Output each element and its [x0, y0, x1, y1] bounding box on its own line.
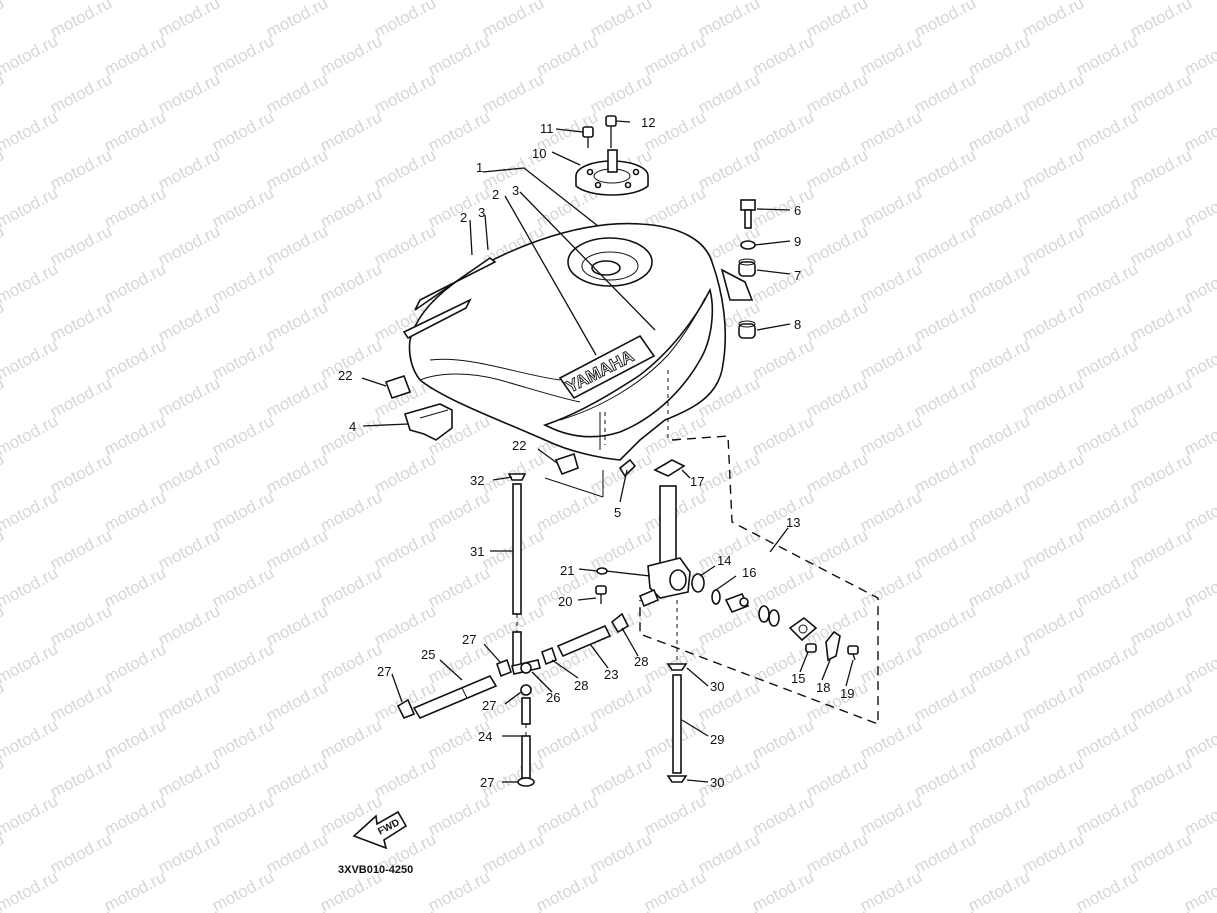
callout-27: 27	[482, 698, 496, 713]
callout-27: 27	[480, 775, 494, 790]
bracket-4	[403, 403, 453, 441]
callout-18: 18	[816, 680, 830, 695]
callout-28: 28	[634, 654, 648, 669]
leader-lines	[361, 120, 854, 783]
callout-20: 20	[558, 594, 572, 609]
callout-22: 22	[512, 438, 526, 453]
callout-11: 11	[540, 121, 554, 136]
callout-3: 3	[478, 205, 485, 220]
washer-21	[596, 567, 608, 575]
callout-10: 10	[532, 146, 546, 161]
fuel-tank: YAMAHA	[402, 222, 754, 461]
callout-29: 29	[710, 732, 724, 747]
screw-15	[805, 643, 817, 653]
hose-23	[556, 624, 612, 658]
clamp-30-lower	[666, 775, 688, 783]
damper-8	[738, 320, 756, 339]
callout-26: 26	[546, 690, 560, 705]
hose-24	[521, 697, 531, 779]
fuel-cock	[638, 485, 691, 608]
washer-9	[740, 240, 756, 250]
callout-16: 16	[742, 565, 756, 580]
callout-27: 27	[462, 632, 476, 647]
callout-21: 21	[560, 563, 574, 578]
callout-8: 8	[794, 317, 801, 332]
clip-5	[618, 458, 637, 478]
callout-9: 9	[794, 234, 801, 249]
diagram-code: 3XVB010-4250	[338, 864, 413, 876]
o-ring-16a	[711, 589, 721, 605]
callout-6: 6	[794, 203, 801, 218]
callout-15: 15	[791, 671, 805, 686]
callout-22: 22	[338, 368, 352, 383]
callout-25: 25	[421, 647, 435, 662]
clamp-27-left	[396, 698, 416, 720]
filter-16	[724, 592, 750, 614]
clamp-32	[507, 473, 527, 481]
hose-clip-17	[653, 459, 686, 477]
fwd-arrow: FWD	[352, 810, 408, 850]
callout-2: 2	[460, 210, 467, 225]
damper-22-upper	[384, 374, 412, 400]
callout-27: 27	[377, 664, 391, 679]
callout-1: 1	[476, 160, 483, 175]
plate-16	[788, 616, 818, 642]
callout-7: 7	[794, 268, 801, 283]
bolt-6	[740, 199, 756, 229]
hose-25	[412, 674, 498, 720]
clamp-27-bottom	[517, 777, 535, 787]
callout-5: 5	[614, 505, 621, 520]
hose-29	[672, 674, 682, 774]
cap-bolt-12	[605, 115, 617, 148]
callout-4: 4	[349, 419, 356, 434]
callout-17: 17	[690, 474, 704, 489]
callout-12: 12	[641, 115, 655, 130]
cap-bolt-11	[582, 126, 594, 148]
callout-28: 28	[574, 678, 588, 693]
lever-18	[825, 630, 841, 662]
callout-labels: 1 2 2 3 3 4 5 6 7 8 9 10 11 12 13 14 15 …	[338, 115, 854, 790]
callout-13: 13	[786, 515, 800, 530]
callout-19: 19	[840, 686, 854, 701]
callout-32: 32	[470, 473, 484, 488]
o-ring-16b	[758, 605, 770, 623]
callout-2: 2	[492, 187, 499, 202]
clamp-30-upper	[666, 663, 688, 671]
callout-31: 31	[470, 544, 484, 559]
o-ring-14	[691, 573, 705, 593]
hose-31	[512, 483, 522, 667]
damper-22-lower	[554, 452, 579, 476]
kit-13-boundary	[639, 435, 879, 726]
o-ring-16c	[768, 609, 780, 627]
clamp-28-right	[610, 612, 630, 634]
callout-3: 3	[512, 183, 519, 198]
filler-cap	[575, 149, 649, 196]
damper-7	[738, 258, 756, 277]
callout-14: 14	[717, 553, 731, 568]
screw-20	[595, 585, 607, 604]
callout-30: 30	[710, 679, 724, 694]
callout-24: 24	[478, 729, 492, 744]
callout-23: 23	[604, 667, 618, 682]
clamp-27-mid	[496, 658, 512, 678]
screw-19	[847, 645, 859, 661]
clamp-27-upper	[520, 684, 532, 696]
callout-30: 30	[710, 775, 724, 790]
tee-fitting-26	[511, 659, 541, 675]
